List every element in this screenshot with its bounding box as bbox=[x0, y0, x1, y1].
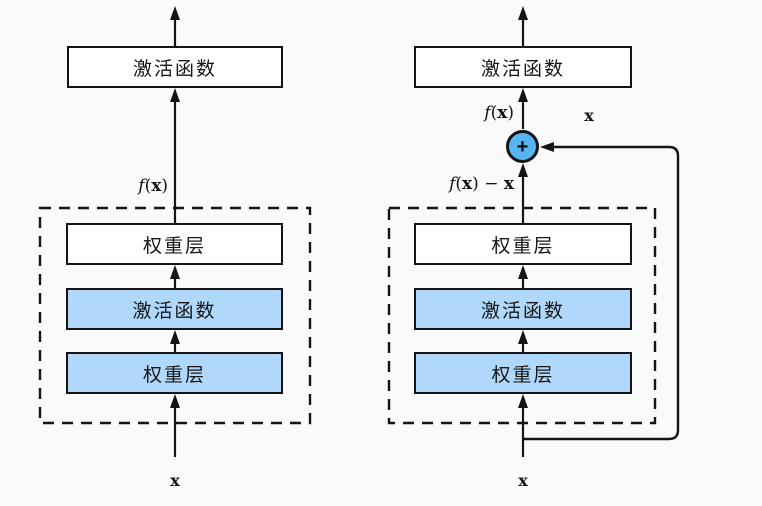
right-fx-label: f(x) bbox=[484, 103, 514, 123]
right-fx-minus-x-label: f(x) − x bbox=[449, 174, 514, 194]
right-weight-layer-block-lower: 权重层 bbox=[414, 352, 632, 394]
left-weight-layer-block-upper: 权重层 bbox=[66, 223, 283, 265]
skip-connection-x-label: x bbox=[584, 106, 594, 125]
left-weight-layer-block-lower: 权重层 bbox=[66, 352, 283, 394]
right-input-x-label: x bbox=[518, 471, 528, 490]
left-input-x-label: x bbox=[170, 471, 180, 490]
right-output-activation-block: 激活函数 bbox=[414, 46, 632, 88]
right-activation-block-inner: 激活函数 bbox=[414, 288, 632, 330]
left-output-activation-block: 激活函数 bbox=[67, 46, 283, 88]
sum-plus-node: + bbox=[506, 130, 539, 163]
left-activation-block-inner: 激活函数 bbox=[66, 288, 283, 330]
left-fx-label: f(x) bbox=[138, 176, 168, 196]
right-weight-layer-block-upper: 权重层 bbox=[414, 223, 632, 265]
